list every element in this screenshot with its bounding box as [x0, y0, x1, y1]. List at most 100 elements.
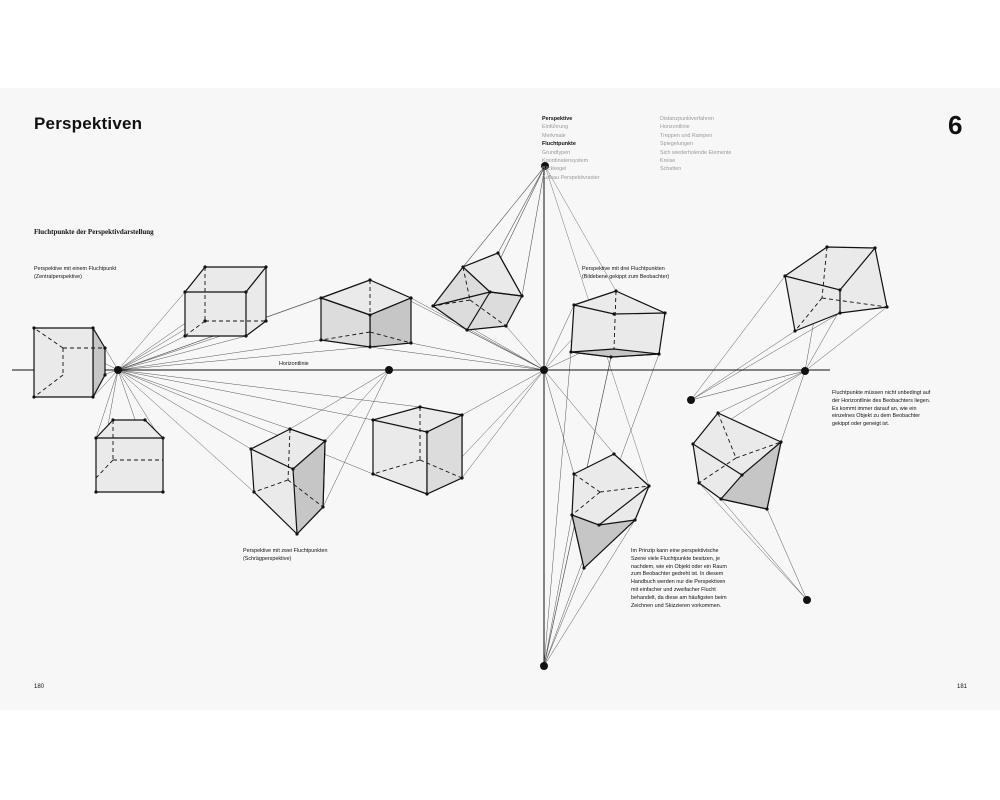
- section-title: Fluchtpunkte der Perspektivdarstellung: [34, 228, 154, 236]
- hidden-edge: [794, 297, 823, 332]
- corner-dot: [488, 290, 492, 294]
- corner-dot: [465, 328, 469, 332]
- hidden-edge: [33, 374, 64, 398]
- toc-item[interactable]: Aufbau Perspektivraster: [542, 174, 600, 181]
- vanishing-line: [117, 369, 255, 493]
- horizon-label: Horizontlinie: [279, 361, 309, 367]
- vanishing-line: [461, 369, 545, 416]
- toc-item[interactable]: Kreise: [660, 158, 676, 165]
- corner-dot: [612, 452, 616, 456]
- corner-dot: [295, 532, 299, 536]
- vanishing-line: [690, 370, 806, 401]
- toc-item[interactable]: Grundtypen: [542, 149, 571, 156]
- corner-dot: [103, 373, 107, 377]
- hidden-edge: [287, 428, 291, 481]
- corner-dot: [647, 484, 651, 488]
- toc-item[interactable]: Fluchtpunkte: [542, 141, 576, 148]
- toc-item[interactable]: Distanzpunktverfahren: [660, 116, 714, 122]
- cube-edge: [466, 291, 491, 331]
- corner-dot: [323, 439, 327, 443]
- vanishing-line: [117, 369, 374, 421]
- toc-item[interactable]: Treppen und Rampen: [660, 132, 713, 139]
- toc-item[interactable]: Sich wiederholende Elemente: [660, 149, 732, 156]
- corner-dot: [409, 296, 413, 300]
- vanishing-line: [543, 519, 636, 667]
- caption-one-point: Perspektive mit einem Fluchtpunkt (Zentr…: [34, 266, 116, 281]
- corner-dot: [825, 245, 829, 249]
- hidden-edge: [419, 459, 463, 479]
- corner-dot: [203, 265, 207, 269]
- hidden-edge: [372, 459, 421, 475]
- corner-dot: [161, 490, 165, 494]
- toc-item[interactable]: Horizontlinie: [660, 124, 690, 131]
- caption-line: (Schrägperspektive): [243, 555, 292, 562]
- corner-dot: [783, 274, 787, 278]
- hidden-edge: [287, 479, 324, 508]
- vanishing-line: [543, 369, 575, 475]
- vanishing-line: [324, 369, 390, 442]
- vanishing-line: [505, 325, 545, 371]
- corner-dot: [597, 523, 601, 527]
- corner-dot: [368, 345, 372, 349]
- corner-dot: [103, 346, 107, 350]
- vanishing-points: [114, 162, 811, 670]
- caption-line: (Zentralperspektive): [34, 273, 82, 280]
- corner-dot: [368, 278, 372, 282]
- hidden-edge: [573, 473, 601, 493]
- toc-item[interactable]: Spiegelungen: [660, 141, 693, 148]
- vanishing-line: [543, 567, 585, 667]
- vanishing-point-m: [385, 366, 393, 374]
- vanishing-line: [95, 369, 119, 439]
- note-multiple-points: Im Prinzip kann eine perspektivische Sze…: [631, 548, 727, 609]
- vanishing-line: [720, 498, 808, 601]
- page-title: Perspektiven: [34, 114, 143, 133]
- corner-dot: [425, 430, 429, 434]
- vanishing-line: [369, 346, 545, 371]
- vanishing-line: [717, 370, 806, 414]
- corner-dot: [765, 507, 769, 511]
- corner-dot: [572, 472, 576, 476]
- toc-item[interactable]: Merkmale: [542, 132, 566, 139]
- hidden-edge: [821, 297, 888, 308]
- corner-dot: [572, 303, 576, 307]
- corner-dot: [291, 467, 295, 471]
- corner-dot: [873, 246, 877, 250]
- vanishing-point-t: [541, 162, 549, 170]
- toc-item[interactable]: Einführung: [542, 124, 569, 131]
- corner-dot: [418, 405, 422, 409]
- vanishing-line: [117, 369, 291, 430]
- chapter-number: 6: [948, 110, 963, 140]
- corner-dot: [368, 313, 372, 317]
- corner-dot: [111, 418, 115, 422]
- corner-dot: [409, 341, 413, 345]
- corner-dot: [321, 505, 325, 509]
- vanishing-line: [804, 306, 888, 372]
- hidden-edge: [613, 290, 617, 350]
- toc-item[interactable]: Koordinatensystem: [542, 158, 589, 165]
- corner-dot: [183, 290, 187, 294]
- corner-dot: [371, 472, 375, 476]
- corner-dot: [461, 265, 465, 269]
- vanishing-line: [117, 342, 412, 371]
- corner-dot: [569, 350, 573, 354]
- corner-dot: [460, 413, 464, 417]
- vanishing-line: [410, 297, 545, 371]
- corner-dot: [663, 311, 667, 315]
- toc-item[interactable]: Schatten: [660, 166, 682, 173]
- corner-dot: [203, 319, 207, 323]
- corner-dot: [740, 473, 744, 477]
- cube-outline: [184, 266, 267, 337]
- note-vanishing-points: Fluchtpunkte müssen nicht unbedingt auf …: [832, 390, 931, 428]
- corner-dot: [143, 418, 147, 422]
- toc-item[interactable]: Blickkegel: [542, 166, 567, 173]
- vanishing-point-o2: [803, 596, 811, 604]
- corner-dot: [32, 326, 36, 330]
- toc-item[interactable]: Perspektive: [542, 116, 573, 122]
- corner-dot: [425, 492, 429, 496]
- corner-dot: [264, 265, 268, 269]
- chapter-toc-primary: Perspektive Einführung Merkmale Fluchtpu…: [542, 115, 600, 182]
- corner-dot: [264, 319, 268, 323]
- corner-dot: [460, 476, 464, 480]
- hidden-edge: [33, 327, 64, 349]
